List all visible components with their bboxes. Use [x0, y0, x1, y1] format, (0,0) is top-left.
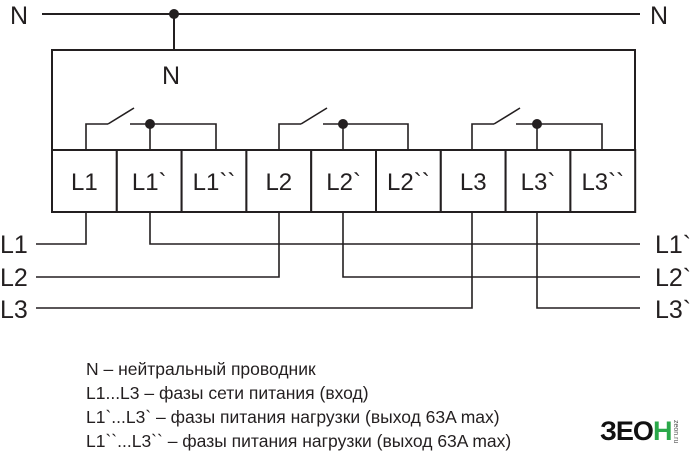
- legend-line-output-2: L1``...L3`` – фазы питания нагрузки (вых…: [86, 431, 512, 451]
- logo-tagline: zeon.ru: [672, 420, 679, 444]
- left-label-l1: L1: [0, 231, 28, 259]
- terminal-cell-7: [439, 149, 507, 213]
- right-label-l1-out: L1`: [655, 231, 691, 259]
- terminal-cell-5: [310, 149, 378, 213]
- left-label-l2: L2: [0, 264, 28, 292]
- terminal-label-1: L1: [71, 169, 98, 196]
- neutral-device-label: N: [162, 62, 180, 90]
- neutral-right-label: N: [650, 2, 668, 30]
- legend-line-neutral: N – нейтральный проводник: [86, 359, 316, 379]
- terminal-label-8: L3`: [521, 169, 556, 196]
- right-label-l2-out: L2`: [655, 264, 691, 292]
- wire-l2-in: [36, 212, 280, 278]
- switch-1-junction-dot: [145, 119, 155, 129]
- brand-logo: ЗЕОН zeon.ru: [598, 414, 698, 450]
- terminal-label-9: L3``: [581, 169, 624, 196]
- wire-l2-out: [342, 212, 640, 278]
- left-label-l3: L3: [0, 296, 28, 324]
- wire-l3-out: [536, 212, 640, 309]
- switch-2-junction-dot: [338, 119, 348, 129]
- switch-group-1: [85, 107, 217, 150]
- legend-line-output-1: L1`...L3` – фазы питания нагрузки (выход…: [86, 407, 500, 427]
- terminal-label-4: L2: [265, 169, 292, 196]
- logo-text-b: Н: [652, 416, 672, 446]
- terminal-label-6: L2``: [387, 169, 430, 196]
- switch-3-junction-dot: [532, 119, 542, 129]
- right-label-l3-out: L3`: [655, 296, 691, 324]
- terminal-cell-3: [180, 149, 248, 213]
- wire-l1-out: [149, 212, 640, 245]
- logo-text-a: ЗЕО: [600, 416, 654, 446]
- terminal-cell-8: [504, 149, 572, 213]
- terminal-label-3: L1``: [193, 169, 236, 196]
- wire-l1-in: [36, 212, 87, 245]
- neutral-left-label: N: [10, 2, 28, 30]
- legend-line-input: L1...L3 – фазы сети питания (вход): [86, 383, 369, 403]
- switch-group-2: [278, 107, 409, 150]
- wire-l3-in: [36, 212, 473, 309]
- legend: N – нейтральный проводник L1...L3 – фазы…: [86, 357, 511, 453]
- terminal-cell-9: [569, 149, 637, 213]
- terminal-label-5: L2`: [326, 169, 361, 196]
- terminal-label-2: L1`: [132, 169, 167, 196]
- terminal-block: L1 L1` L1`` L2 L2` L2`` L3 L3` L3``: [51, 149, 637, 213]
- switch-group-3: [471, 107, 603, 150]
- logo-mark: ЗЕОН: [600, 416, 672, 447]
- terminal-label-7: L3: [460, 169, 487, 196]
